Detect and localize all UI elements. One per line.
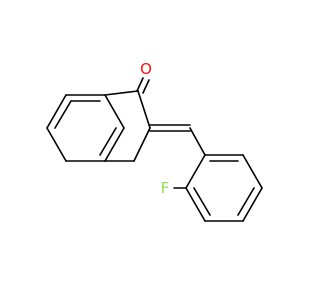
carbonyl-double-bond-b: [142, 79, 150, 94]
bond-alpha-ch2: [133, 127, 151, 162]
bond-a3-a4: [242, 187, 263, 222]
aryl-inner-bond-2: [237, 187, 255, 216]
bond-vinyl-aryl: [189, 127, 206, 156]
bonds: [46, 77, 263, 222]
aromatic-inner-bond-3: [54, 100, 72, 129]
bond-a6-a1: [185, 154, 206, 189]
bond-c2-carbonyl: [104, 90, 139, 96]
bond-a2-a3: [242, 154, 263, 189]
fluorine-atom-label: F: [161, 179, 170, 197]
bond-c5-c6: [46, 127, 67, 162]
bond-c6-c1: [46, 94, 67, 129]
chemical-structure-diagram: O F: [46, 60, 263, 222]
bond-a5-a6: [185, 187, 206, 222]
carbonyl-double-bond-a: [136, 77, 144, 92]
oxygen-atom-label: O: [140, 60, 152, 78]
aromatic-inner-bond-2: [99, 127, 117, 156]
bond-c3-c4: [104, 127, 125, 162]
bond-c2-c3: [104, 94, 125, 129]
atom-labels: O F: [140, 60, 169, 197]
bond-carbonyl-alpha: [137, 90, 151, 129]
aryl-inner-bond-3: [193, 187, 211, 216]
